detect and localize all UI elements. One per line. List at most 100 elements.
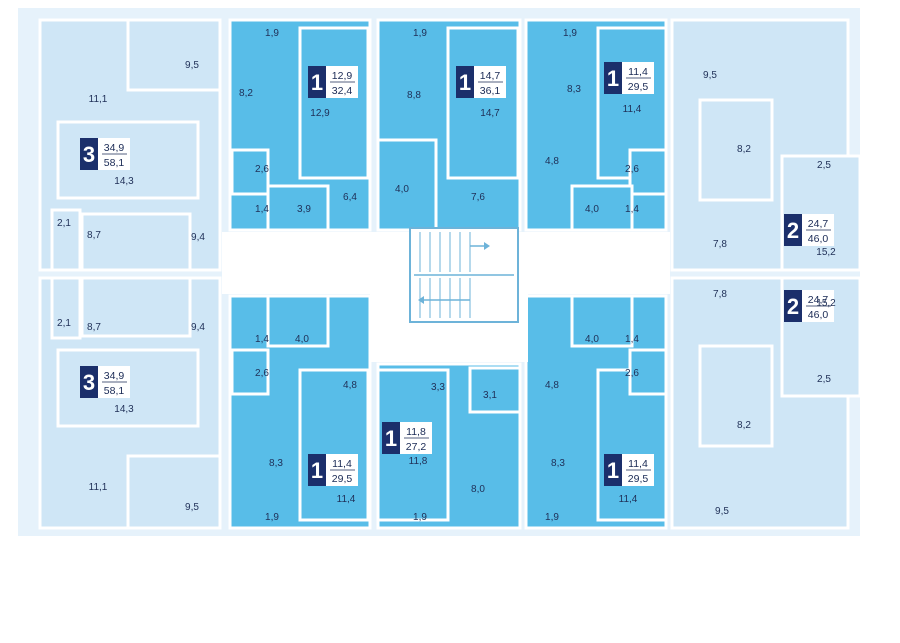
- apartment-badge: 1 11,4 29,5: [604, 454, 654, 486]
- room-area-label: 4,0: [585, 334, 599, 345]
- room-area-label: 3,1: [483, 390, 497, 401]
- room-area-label: 3,3: [431, 382, 445, 393]
- stairwell: [409, 227, 519, 323]
- room-area-label: 7,8: [713, 289, 727, 300]
- room-area-label: 7,8: [713, 239, 727, 250]
- total-area: 27,2: [406, 441, 427, 453]
- room-area-label: 15,2: [816, 247, 836, 258]
- room-area-label: 1,9: [265, 28, 279, 39]
- room-area-label: 2,5: [817, 374, 831, 385]
- room-area-label: 14,3: [114, 176, 134, 187]
- room-area-label: 1,4: [625, 204, 639, 215]
- room-area-label: 8,2: [737, 144, 751, 155]
- room-area-label: 11,1: [89, 482, 108, 493]
- room: [266, 184, 330, 232]
- room-area-label: 1,9: [265, 512, 279, 523]
- room-area-label: 1,9: [563, 28, 577, 39]
- room-area-label: 8,2: [737, 420, 751, 431]
- total-area: 32,4: [332, 85, 353, 97]
- room: [446, 26, 520, 180]
- room-count: 3: [83, 370, 95, 395]
- room: [230, 148, 270, 196]
- room-area-label: 11,4: [623, 104, 642, 115]
- room-area-label: 7,6: [471, 192, 485, 203]
- room-area-label: 2,1: [57, 318, 71, 329]
- room-area-label: 3,9: [297, 204, 311, 215]
- living-area: 11,4: [332, 458, 352, 470]
- room-count: 1: [311, 458, 323, 483]
- room-area-label: 2,6: [625, 164, 639, 175]
- total-area: 58,1: [104, 385, 125, 397]
- apartment-badge: 3 34,9 58,1: [80, 366, 130, 398]
- room-count: 1: [311, 70, 323, 95]
- badge-room-count-box: [80, 138, 98, 170]
- apartment-1room-f[interactable]: [524, 294, 668, 530]
- room-area-label: 4,8: [545, 156, 559, 167]
- apartment-3room-bottom[interactable]: [38, 276, 222, 530]
- room: [50, 276, 82, 340]
- room-area-label: 1,4: [255, 204, 269, 215]
- living-area: 12,9: [332, 70, 353, 82]
- room-area-label: 9,5: [185, 502, 199, 513]
- room: [266, 294, 330, 348]
- room-area-label: 1,4: [255, 334, 269, 345]
- room-area-label: 12,9: [310, 108, 330, 119]
- badge-room-count-box: [604, 454, 622, 486]
- room: [126, 454, 222, 530]
- room-area-label: 9,5: [703, 70, 717, 81]
- room-area-label: 2,5: [817, 160, 831, 171]
- room-area-label: 11,8: [409, 456, 428, 467]
- room-area-label: 11,4: [619, 494, 638, 505]
- room: [80, 212, 192, 272]
- apartment-1room-c[interactable]: [524, 18, 668, 232]
- apartment-1room-e[interactable]: [376, 362, 522, 530]
- room-count: 2: [787, 218, 799, 243]
- room-area-label: 1,9: [413, 512, 427, 523]
- total-area: 58,1: [104, 157, 125, 169]
- total-area: 29,5: [628, 473, 649, 485]
- room-area-label: 4,8: [343, 380, 357, 391]
- room-area-label: 4,8: [545, 380, 559, 391]
- living-area: 34,9: [104, 370, 125, 382]
- room-area-label: 2,1: [57, 218, 71, 229]
- room-count: 1: [607, 66, 619, 91]
- room-area-label: 9,5: [715, 506, 729, 517]
- apartment-1room-b[interactable]: [376, 18, 522, 232]
- room-area-label: 8,7: [87, 230, 101, 241]
- room: [376, 138, 438, 232]
- room-area-label: 11,4: [337, 494, 356, 505]
- total-area: 46,0: [808, 309, 829, 321]
- apartment-1room-a[interactable]: [228, 18, 372, 232]
- badge-room-count-box: [456, 66, 474, 98]
- living-area: 11,4: [628, 458, 648, 470]
- room: [298, 368, 370, 522]
- badge-room-count-box: [80, 366, 98, 398]
- badge-room-count-box: [308, 66, 326, 98]
- room: [628, 348, 668, 396]
- room: [468, 366, 522, 414]
- room-count: 1: [385, 426, 397, 451]
- room-area-label: 8,7: [87, 322, 101, 333]
- room-area-label: 6,4: [343, 192, 357, 203]
- room-area-label: 8,0: [471, 484, 485, 495]
- room-area-label: 2,6: [625, 368, 639, 379]
- badge-room-count-box: [784, 214, 802, 246]
- room-count: 1: [607, 458, 619, 483]
- room-area-label: 14,3: [114, 404, 134, 415]
- room-area-label: 9,5: [185, 60, 199, 71]
- room-area-label: 4,0: [395, 184, 409, 195]
- room-area-label: 2,6: [255, 368, 269, 379]
- apartment-badge: 1 12,9 32,4: [308, 66, 358, 98]
- badge-room-count-box: [382, 422, 400, 454]
- apartment-1room-d[interactable]: [228, 294, 372, 530]
- living-area: 11,8: [406, 426, 426, 438]
- room-area-label: 4,0: [295, 334, 309, 345]
- room: [298, 26, 370, 180]
